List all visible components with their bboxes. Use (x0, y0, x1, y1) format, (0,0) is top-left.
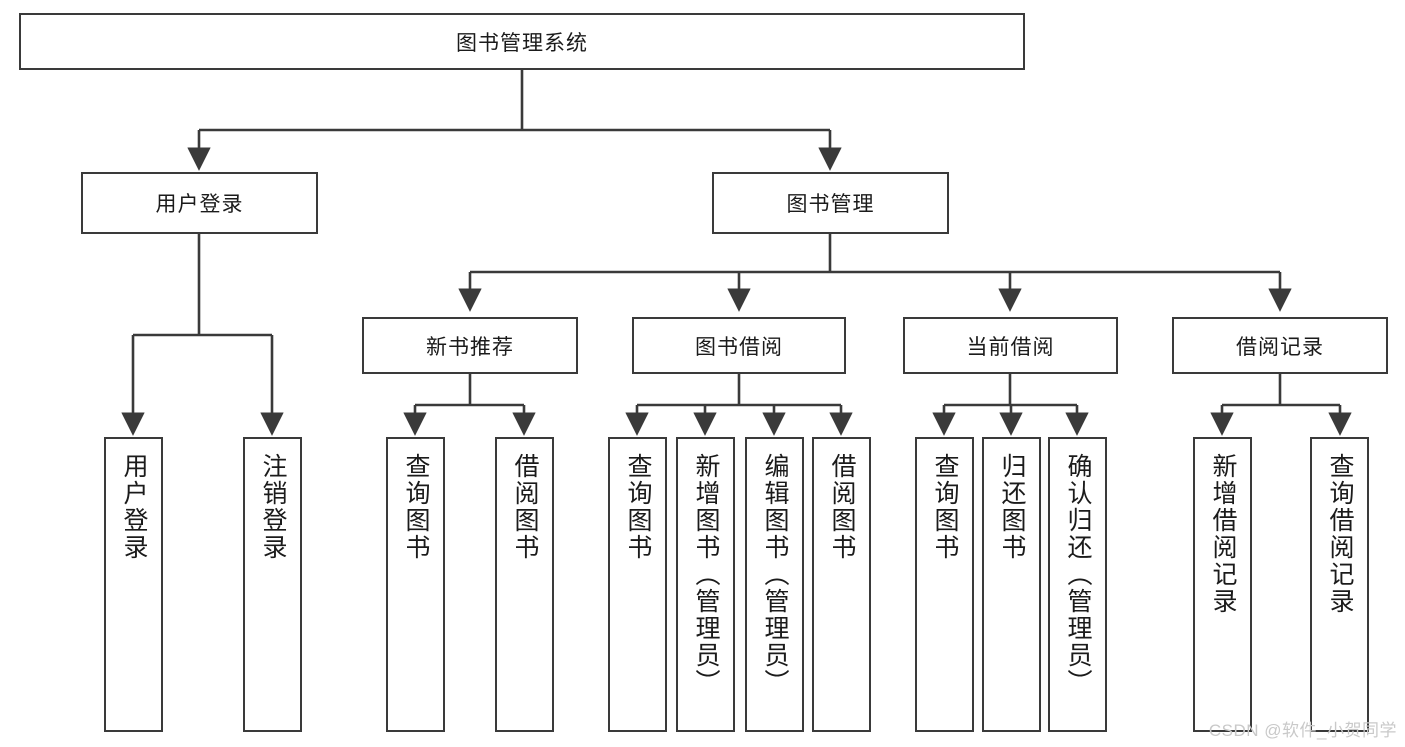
node-leaf-add-borrow-record-label: 新增借阅记录 (1209, 453, 1237, 615)
node-user-login-label: 用户登录 (155, 193, 244, 216)
node-leaf-logout-label: 注销登录 (259, 453, 287, 561)
node-leaf-query-book-2-label: 查询图书 (624, 453, 652, 561)
node-borrow-record[interactable]: 借阅记录 (1172, 317, 1388, 374)
node-current-borrow[interactable]: 当前借阅 (903, 317, 1118, 374)
node-leaf-return-book-label: 归还图书 (998, 453, 1026, 561)
node-leaf-borrow-book-2-label: 借阅图书 (828, 453, 856, 561)
node-leaf-query-book-2[interactable]: 查询图书 (608, 437, 667, 732)
node-borrow-record-label: 借阅记录 (1236, 335, 1324, 359)
node-leaf-confirm-return-admin-label: 确认归还（管理员） (1064, 453, 1092, 696)
node-leaf-query-book-1[interactable]: 查询图书 (386, 437, 445, 732)
node-leaf-logout[interactable]: 注销登录 (243, 437, 302, 732)
node-user-login[interactable]: 用户登录 (81, 172, 318, 234)
node-book-manage[interactable]: 图书管理 (712, 172, 949, 234)
node-leaf-add-borrow-record[interactable]: 新增借阅记录 (1193, 437, 1252, 732)
node-leaf-add-book-admin-label: 新增图书（管理员） (692, 453, 720, 696)
node-book-borrow[interactable]: 图书借阅 (632, 317, 846, 374)
node-leaf-borrow-book-2[interactable]: 借阅图书 (812, 437, 871, 732)
node-leaf-query-book-3-label: 查询图书 (931, 453, 959, 561)
node-leaf-borrow-book-1[interactable]: 借阅图书 (495, 437, 554, 732)
node-leaf-query-borrow-record-label: 查询借阅记录 (1326, 453, 1354, 615)
node-leaf-confirm-return-admin[interactable]: 确认归还（管理员） (1048, 437, 1107, 732)
node-leaf-user-login[interactable]: 用户登录 (104, 437, 163, 732)
node-current-borrow-label: 当前借阅 (966, 335, 1055, 359)
node-leaf-add-book-admin[interactable]: 新增图书（管理员） (676, 437, 735, 732)
node-root[interactable]: 图书管理系统 (19, 13, 1025, 70)
node-root-label: 图书管理系统 (456, 31, 588, 55)
node-leaf-edit-book-admin-label: 编辑图书（管理员） (761, 453, 789, 696)
node-leaf-borrow-book-1-label: 借阅图书 (511, 453, 539, 561)
node-new-book-rec[interactable]: 新书推荐 (362, 317, 578, 374)
node-leaf-edit-book-admin[interactable]: 编辑图书（管理员） (745, 437, 804, 732)
node-leaf-return-book[interactable]: 归还图书 (982, 437, 1041, 732)
node-book-manage-label: 图书管理 (786, 193, 875, 216)
node-leaf-query-book-1-label: 查询图书 (402, 453, 430, 561)
node-book-borrow-label: 图书借阅 (695, 335, 783, 359)
node-new-book-rec-label: 新书推荐 (426, 335, 514, 359)
node-leaf-user-login-label: 用户登录 (120, 453, 148, 561)
node-leaf-query-book-3[interactable]: 查询图书 (915, 437, 974, 732)
csdn-watermark: CSDN @软件_小贺同学 (1208, 721, 1397, 740)
node-leaf-query-borrow-record[interactable]: 查询借阅记录 (1310, 437, 1369, 732)
